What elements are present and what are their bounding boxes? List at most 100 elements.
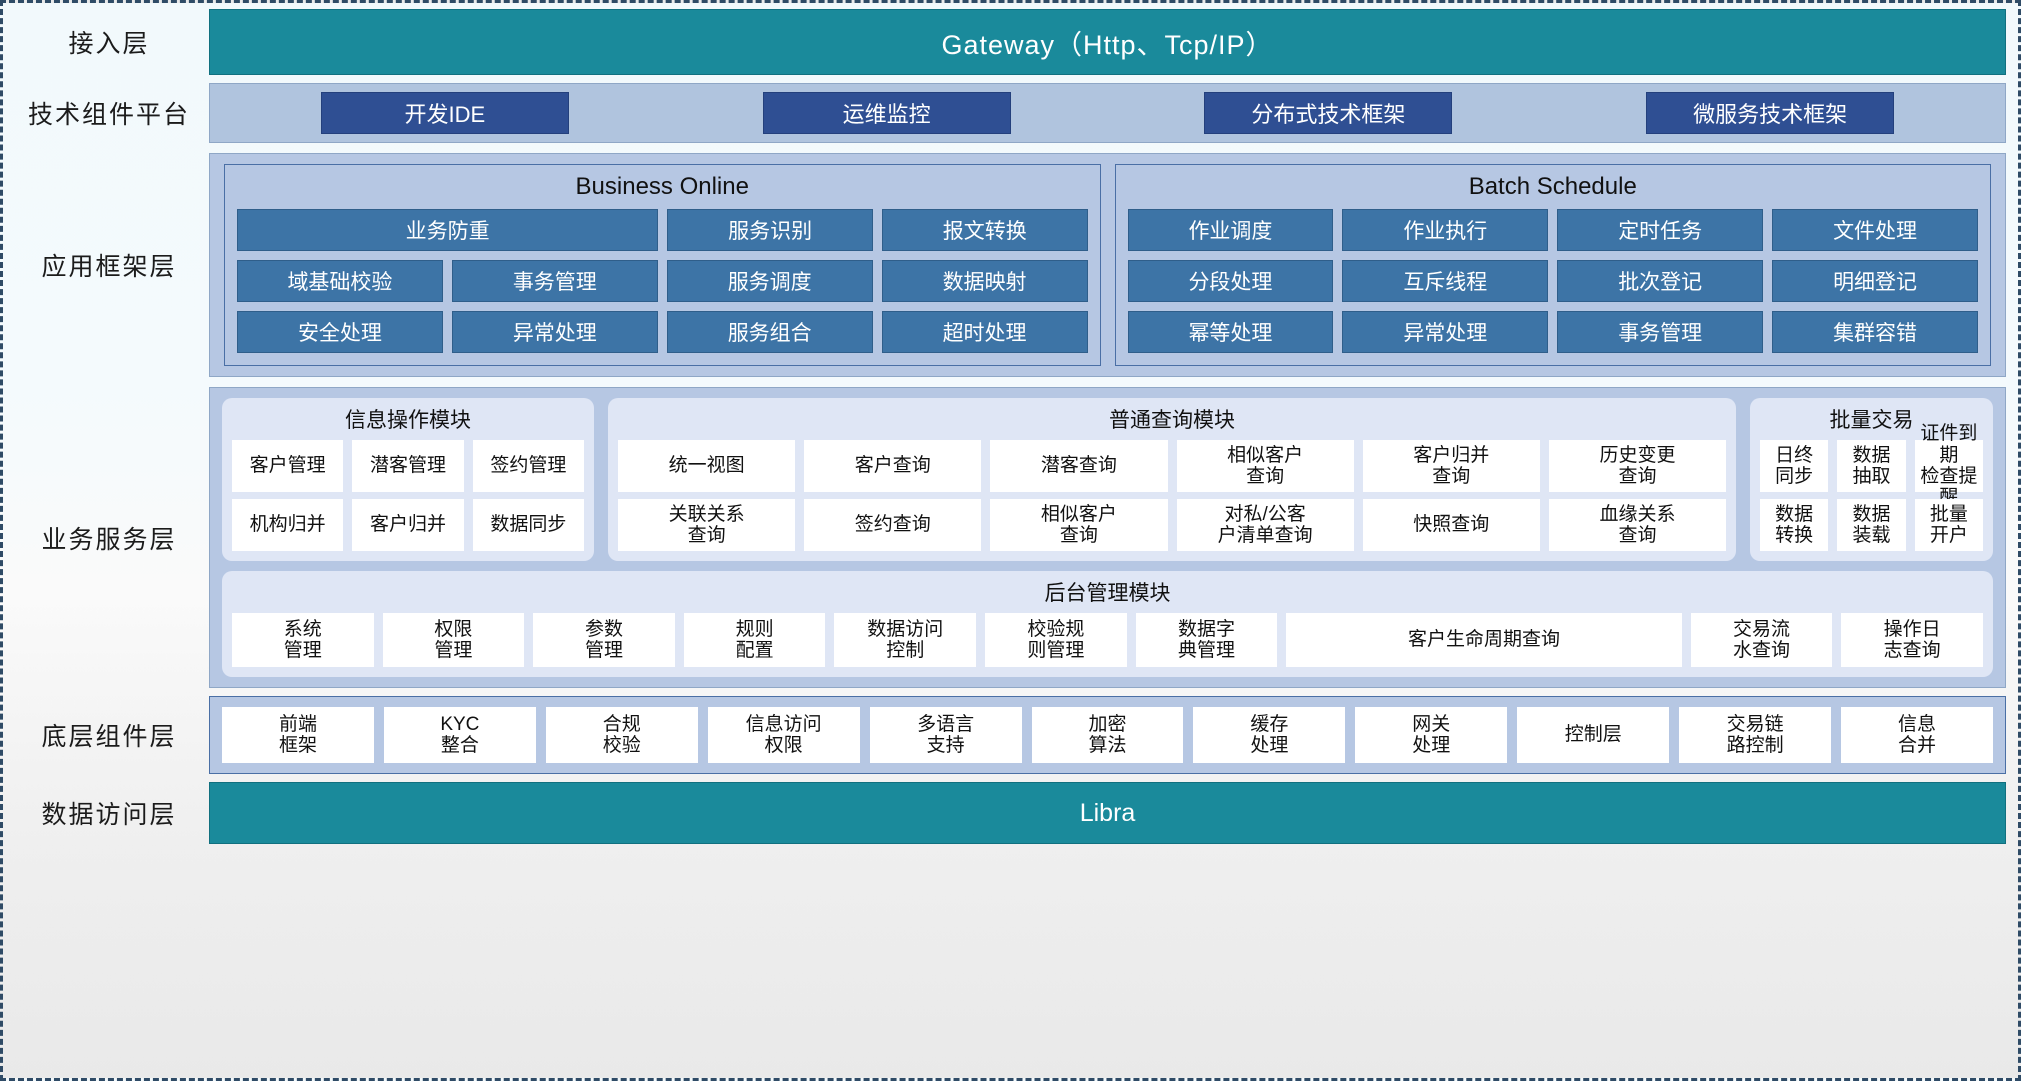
tech-chip-distributed-framework[interactable]: 分布式技术框架 xyxy=(1204,92,1453,134)
component-cell[interactable]: 合规 校验 xyxy=(545,707,698,763)
base-component-band: 前端 框架 KYC 整合 合规 校验 信息访问 权限 多语言 支持 加密 算法 … xyxy=(209,696,2006,774)
component-cell[interactable]: 多语言 支持 xyxy=(869,707,1022,763)
service-cell[interactable]: 数据 装载 xyxy=(1837,499,1906,551)
layer-label-component: 底层组件层 xyxy=(41,723,177,751)
service-module-row-1: 信息操作模块 客户管理 潜客管理 签约管理 机构归并 客户归并 数据同步 xyxy=(222,398,1993,561)
app-chip[interactable]: 报文转换 xyxy=(881,209,1088,251)
app-chip[interactable]: 互斥线程 xyxy=(1342,260,1549,302)
app-chip[interactable]: 批次登记 xyxy=(1557,260,1764,302)
app-chip[interactable]: 超时处理 xyxy=(881,311,1088,353)
layer-label-access: 接入层 xyxy=(68,30,150,58)
component-cell[interactable]: 交易链 路控制 xyxy=(1679,707,1832,763)
service-cell[interactable]: 校验规 则管理 xyxy=(985,613,1127,667)
service-cell[interactable]: 权限 管理 xyxy=(382,613,525,667)
service-cell[interactable]: 机构归并 xyxy=(232,499,344,551)
layer-business-service: 业务服务层 信息操作模块 客户管理 潜客管理 签约管理 机构归并 xyxy=(9,387,2006,688)
service-module-row-2: 后台管理模块 系统 管理 权限 管理 参数 管理 规则 配置 数据访问 控制 校… xyxy=(222,571,1993,677)
tech-chip-ops-monitor[interactable]: 运维监控 xyxy=(762,92,1011,134)
app-chip[interactable]: 事务管理 xyxy=(451,260,658,302)
service-cell[interactable]: 客户管理 xyxy=(232,440,344,492)
service-cell[interactable]: 数据同步 xyxy=(472,499,584,551)
component-cell[interactable]: 信息 合并 xyxy=(1841,707,1993,763)
layer-base-component: 底层组件层 前端 框架 KYC 整合 合规 校验 信息访问 权限 多语言 支持 … xyxy=(9,696,2006,774)
app-chip[interactable]: 作业调度 xyxy=(1127,209,1334,251)
component-cell[interactable]: 缓存 处理 xyxy=(1193,707,1346,763)
app-chip[interactable]: 安全处理 xyxy=(237,311,443,353)
app-framework-band: Business Online 业务防重 服务识别 报文转换 域基础校验 事务管… xyxy=(209,153,2006,377)
service-cell[interactable]: 血缘关系 查询 xyxy=(1548,499,1727,551)
service-cell[interactable]: 关联关系 查询 xyxy=(618,499,796,551)
service-cell[interactable]: 数据 抽取 xyxy=(1837,440,1906,492)
tech-chip-ide[interactable]: 开发IDE xyxy=(320,92,569,134)
app-chip[interactable]: 服务识别 xyxy=(667,209,873,251)
app-chip[interactable]: 分段处理 xyxy=(1127,260,1334,302)
service-cell[interactable]: 相似客户 查询 xyxy=(1176,440,1354,492)
component-cell[interactable]: KYC 整合 xyxy=(383,707,536,763)
service-group-batch-transaction: 批量交易 日终 同步 数据 抽取 证件到期 检查提醒 数据 转换 数据 装载 批… xyxy=(1750,398,1993,561)
app-chip[interactable]: 事务管理 xyxy=(1557,311,1764,353)
service-cell[interactable]: 数据 转换 xyxy=(1760,499,1829,551)
service-cell[interactable]: 相似客户 查询 xyxy=(990,499,1168,551)
service-group-backend-admin: 后台管理模块 系统 管理 权限 管理 参数 管理 规则 配置 数据访问 控制 校… xyxy=(222,571,1993,677)
layer-label-app: 应用框架层 xyxy=(41,253,177,281)
service-cell[interactable]: 系统 管理 xyxy=(232,613,374,667)
service-cell[interactable]: 客户归并 查询 xyxy=(1362,440,1540,492)
service-cell[interactable]: 潜客查询 xyxy=(990,440,1168,492)
service-group-title: 批量交易 xyxy=(1829,409,1914,432)
layer-label-data: 数据访问层 xyxy=(41,801,177,829)
libra-bar: Libra xyxy=(209,782,2006,844)
service-cell[interactable]: 统一视图 xyxy=(618,440,796,492)
layer-label-service: 业务服务层 xyxy=(41,525,177,554)
gateway-bar: Gateway（Http、Tcp/IP） xyxy=(209,9,2006,75)
component-cell[interactable]: 前端 框架 xyxy=(222,707,374,763)
service-cell[interactable]: 对私/公客 户清单查询 xyxy=(1176,499,1354,551)
app-chip[interactable]: 文件处理 xyxy=(1772,209,1978,251)
service-cell[interactable]: 数据访问 控制 xyxy=(834,613,977,667)
app-chip[interactable]: 作业执行 xyxy=(1342,209,1549,251)
app-chip[interactable]: 服务组合 xyxy=(666,311,873,353)
component-cell[interactable]: 网关 处理 xyxy=(1355,707,1508,763)
app-chip[interactable]: 业务防重 xyxy=(237,209,659,251)
layer-app-framework: 应用框架层 Business Online 业务防重 服务识别 报文转换 域基础… xyxy=(9,153,2006,377)
layer-label-tech: 技术组件平台 xyxy=(27,101,190,129)
app-group-title: Batch Schedule xyxy=(1468,173,1637,200)
service-cell[interactable]: 签约管理 xyxy=(472,440,584,492)
service-group-title: 信息操作模块 xyxy=(345,409,471,432)
service-cell[interactable]: 客户归并 xyxy=(352,499,464,551)
business-service-band: 信息操作模块 客户管理 潜客管理 签约管理 机构归并 客户归并 数据同步 xyxy=(209,387,2006,688)
app-chip[interactable]: 集群容错 xyxy=(1772,311,1978,353)
service-cell[interactable]: 批量 开户 xyxy=(1914,499,1983,551)
app-chip[interactable]: 异常处理 xyxy=(1342,311,1549,353)
app-group-batch-schedule: Batch Schedule 作业调度 作业执行 定时任务 文件处理 分段处理 … xyxy=(1114,164,1991,366)
service-group-title: 普通查询模块 xyxy=(1109,409,1235,432)
service-cell[interactable]: 交易流 水查询 xyxy=(1690,613,1833,667)
service-cell[interactable]: 客户生命周期查询 xyxy=(1286,613,1682,667)
tech-chip-microservice-framework[interactable]: 微服务技术框架 xyxy=(1646,92,1895,134)
service-cell[interactable]: 证件到期 检查提醒 xyxy=(1914,423,1983,508)
service-cell[interactable]: 规则 配置 xyxy=(683,613,826,667)
component-cell[interactable]: 控制层 xyxy=(1517,707,1670,763)
service-cell[interactable]: 日终 同步 xyxy=(1760,440,1829,492)
service-cell[interactable]: 客户查询 xyxy=(804,440,982,492)
app-chip[interactable]: 异常处理 xyxy=(451,311,658,353)
app-chip[interactable]: 幂等处理 xyxy=(1127,311,1334,353)
component-cell[interactable]: 信息访问 权限 xyxy=(707,707,860,763)
service-cell[interactable]: 快照查询 xyxy=(1362,499,1540,551)
app-chip[interactable]: 定时任务 xyxy=(1557,209,1764,251)
layer-access: 接入层 Gateway（Http、Tcp/IP） xyxy=(9,9,2006,75)
service-cell[interactable]: 历史变更 查询 xyxy=(1548,440,1727,492)
layer-data-access: 数据访问层 Libra xyxy=(9,782,2006,844)
service-cell[interactable]: 数据字 典管理 xyxy=(1135,613,1278,667)
service-cell[interactable]: 签约查询 xyxy=(804,499,982,551)
service-cell[interactable]: 操作日 志查询 xyxy=(1841,613,1983,667)
tech-band: 开发IDE 运维监控 分布式技术框架 微服务技术框架 xyxy=(209,83,2006,143)
app-chip[interactable]: 服务调度 xyxy=(666,260,873,302)
app-chip[interactable]: 数据映射 xyxy=(881,260,1088,302)
layer-tech-platform: 技术组件平台 开发IDE 运维监控 分布式技术框架 微服务技术框架 xyxy=(9,83,2006,143)
service-cell[interactable]: 潜客管理 xyxy=(352,440,464,492)
component-cell[interactable]: 加密 算法 xyxy=(1031,707,1184,763)
app-chip[interactable]: 明细登记 xyxy=(1772,260,1978,302)
service-cell[interactable]: 参数 管理 xyxy=(533,613,675,667)
app-chip[interactable]: 域基础校验 xyxy=(237,260,443,302)
